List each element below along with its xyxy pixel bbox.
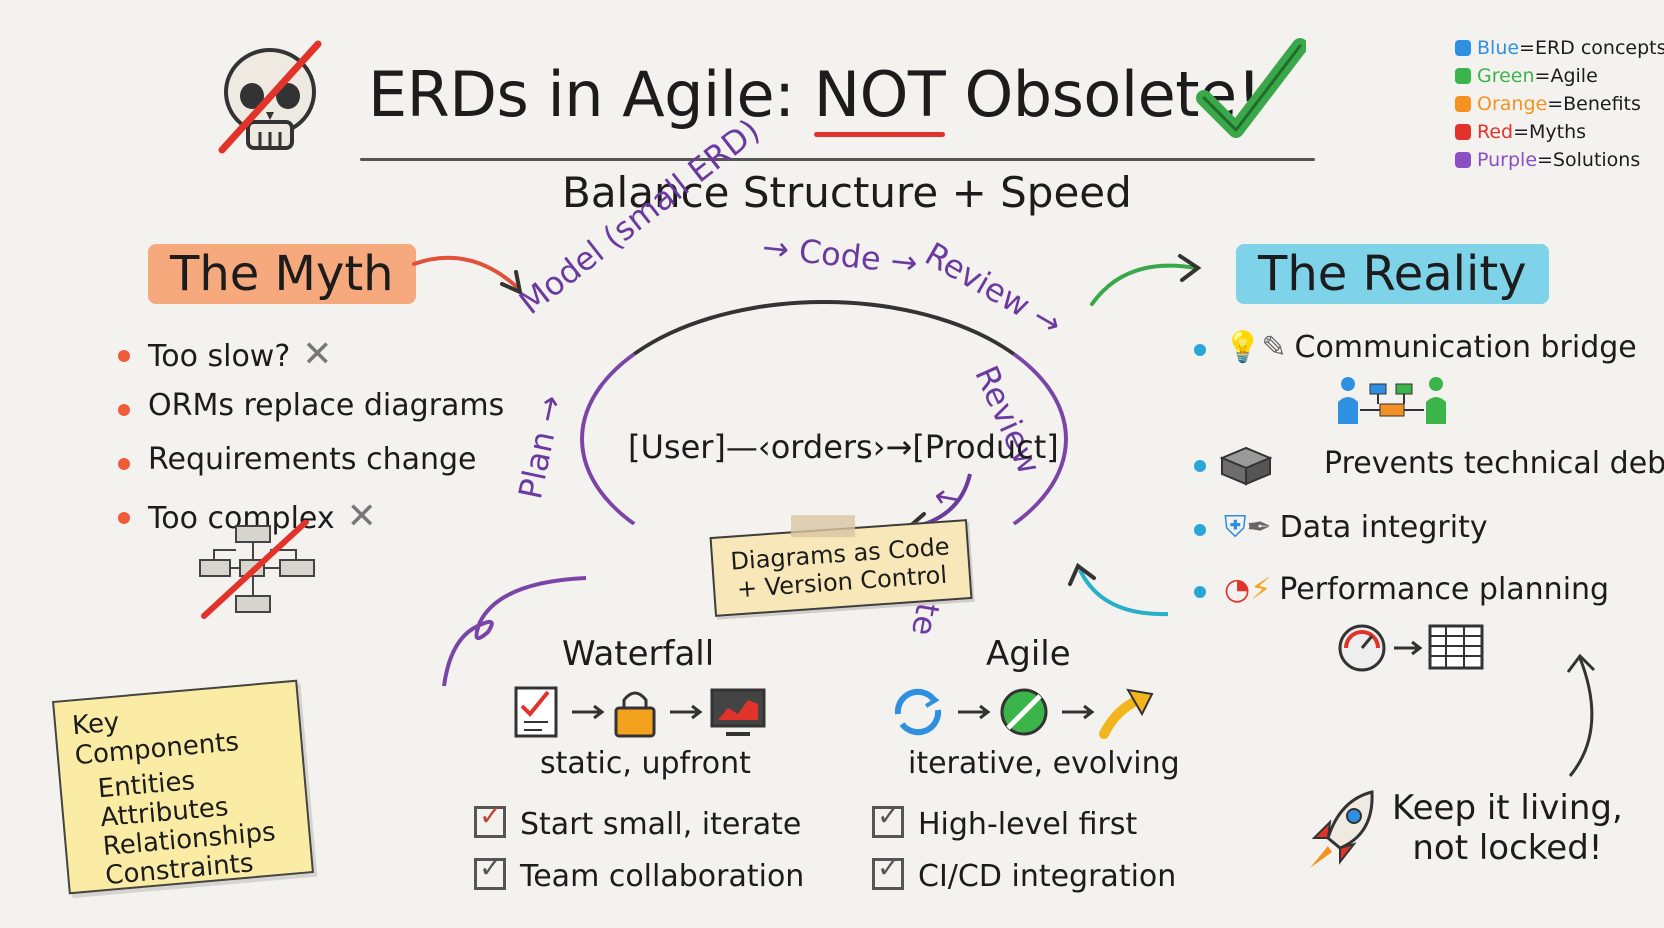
myth-item: ORMs replace diagrams xyxy=(118,388,504,442)
tape-strip xyxy=(791,515,856,538)
speedometer-icon: ◔ xyxy=(1224,572,1251,607)
legend-item-purple: Purple=Solutions xyxy=(1455,146,1664,174)
myth-list: Too slow?✕ ORMs replace diagrams Require… xyxy=(118,334,504,550)
myth-heading: The Myth xyxy=(148,244,416,304)
quill-icon: ✎ xyxy=(1261,330,1287,365)
lightning-icon: ⚡ xyxy=(1250,572,1272,607)
checkmark-icon xyxy=(1196,38,1306,138)
reality-item: ◔⚡Performance planning xyxy=(1194,572,1664,607)
pen-icon: ✒ xyxy=(1246,510,1272,545)
key-components-card: Key Components Entities Attributes Relat… xyxy=(52,679,314,895)
legend: Blue=ERD concepts Green=Agile Orange=Ben… xyxy=(1455,34,1664,174)
cross-icon: ✕ xyxy=(346,496,377,537)
skull-icon xyxy=(218,40,322,154)
crossed-flowchart-icon xyxy=(199,520,315,619)
key-components-heading: Key Components xyxy=(70,707,241,772)
check-item: CI/CD integration xyxy=(872,851,1176,910)
agile-heading: Agile xyxy=(986,634,1071,674)
reality-item: Prevents technical debt xyxy=(1194,446,1664,510)
reality-item: ⛨✒Data integrity xyxy=(1194,510,1664,572)
title-not-emphasis: NOT xyxy=(813,58,946,131)
legend-item-green: Green=Agile xyxy=(1455,62,1664,90)
myth-item: Too complex✕ xyxy=(118,496,504,550)
reality-item: 💡✎Communication bridge xyxy=(1194,330,1664,446)
myth-item: Requirements change xyxy=(118,442,504,496)
title-text: ERDs in Agile: xyxy=(368,58,814,131)
agile-checklist: High-level first CI/CD integration xyxy=(872,799,1176,910)
reality-heading: The Reality xyxy=(1236,244,1549,304)
checkbox-icon xyxy=(474,799,506,838)
subtitle: Balance Structure + Speed xyxy=(562,168,1132,217)
legend-item-blue: Blue=ERD concepts xyxy=(1455,34,1664,62)
page-title: ERDs in Agile: NOT Obsolete! xyxy=(368,58,1262,131)
legend-item-red: Red=Myths xyxy=(1455,118,1664,146)
waterfall-checklist: Start small, iterate Team collaboration xyxy=(474,799,804,910)
check-item: Team collaboration xyxy=(474,851,804,910)
waterfall-subtitle: static, upfront xyxy=(540,746,751,781)
er-relationship-example: [User]—‹orders›→[Product] xyxy=(628,428,1059,466)
people-diagram-icon xyxy=(1338,377,1446,424)
waterfall-heading: Waterfall xyxy=(562,634,715,674)
checkbox-icon xyxy=(872,851,904,890)
legend-item-orange: Orange=Benefits xyxy=(1455,90,1664,118)
return-arrow-icon xyxy=(1068,562,1169,617)
loop-arrow-icon xyxy=(442,576,587,687)
slogan: Keep it living, not locked! xyxy=(1392,788,1623,868)
checkbox-icon xyxy=(474,851,506,890)
title-divider xyxy=(360,158,1315,161)
cross-icon: ✕ xyxy=(302,334,333,375)
checkbox-icon xyxy=(872,799,904,838)
cycle-step-plan: Plan → xyxy=(511,391,571,503)
rocket-icon xyxy=(1310,790,1374,868)
shield-database-icon: ⛨ xyxy=(1224,510,1247,545)
title-text-end: Obsolete! xyxy=(945,58,1262,131)
workflow-cycle-ring xyxy=(580,300,1068,578)
server-box-icon xyxy=(1219,446,1273,486)
reality-list: 💡✎Communication bridge Prevents technica… xyxy=(1194,330,1664,607)
gauge-to-table-icon xyxy=(1338,624,1484,672)
myth-item: Too slow?✕ xyxy=(118,334,504,388)
agile-flow-icon xyxy=(894,688,1154,739)
arrow-to-reality-icon xyxy=(1090,254,1202,306)
arrow-to-cycle-icon xyxy=(412,255,523,296)
waterfall-flow-icon xyxy=(514,686,766,738)
lightbulb-icon: 💡 xyxy=(1224,330,1262,365)
agile-subtitle: iterative, evolving xyxy=(908,746,1180,781)
check-item: High-level first xyxy=(872,799,1176,858)
check-item: Start small, iterate xyxy=(474,799,804,858)
cycle-step-code: → Code → xyxy=(760,227,920,283)
upward-arrow-icon xyxy=(1566,653,1596,777)
